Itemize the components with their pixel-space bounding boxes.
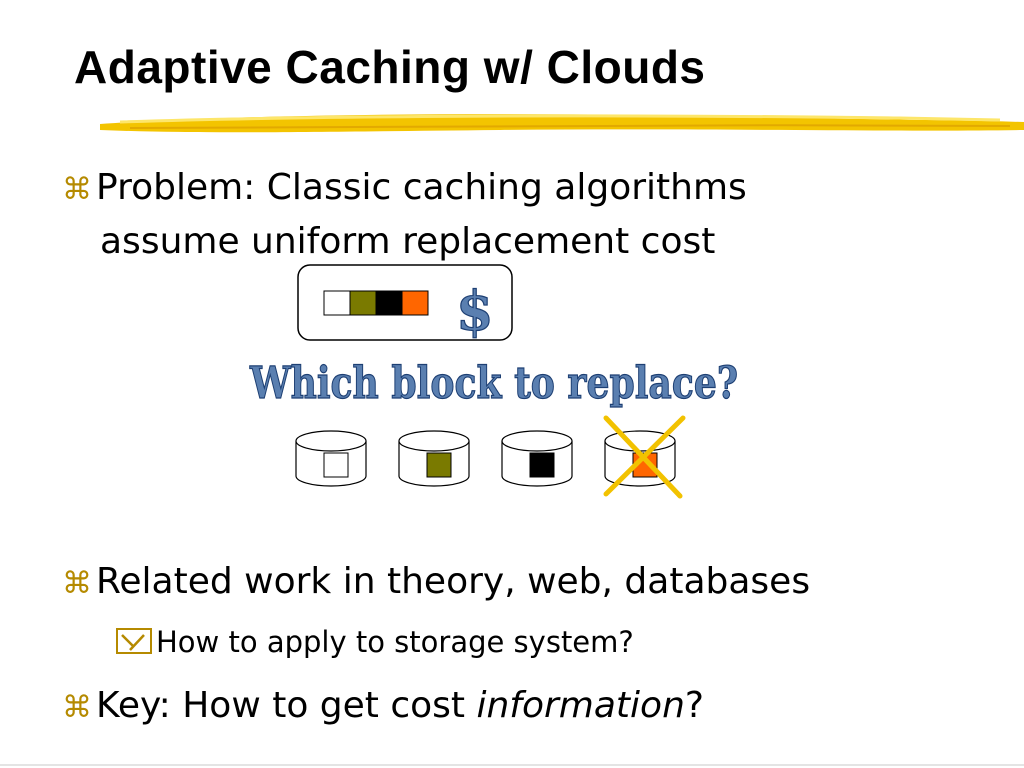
disk-block-black [529,452,555,478]
storage-cylinder-3 [501,430,573,487]
bullet-key-italic: information [476,685,685,726]
sub-bullet-storage: How to apply to storage system? [116,622,634,664]
storage-cylinder-1 [295,430,367,487]
bullet-key-text: Key: How to get cost [96,685,477,726]
bullet-problem-line1: Problem: Classic caching algorithms [96,167,747,208]
title-underline-brushstroke [100,114,1024,133]
disk-block-white [323,452,349,478]
cache-block-olive [349,290,377,316]
cache-block-white [323,290,351,316]
bullet-related-work: ⌘Related work in theory, web, databases [62,556,810,610]
disk-block-olive [426,452,452,478]
sub-bullet-text: How to apply to storage system? [156,625,634,659]
bullet-symbol-icon: ⌘ [62,690,92,725]
bullet-key-end: ? [684,685,704,726]
bullet-symbol-icon: ⌘ [62,566,92,601]
question-text: Which block to replace? [249,358,738,409]
storage-cylinder-2 [398,430,470,487]
bullet-problem-line2: assume uniform replacement cost [100,221,716,262]
dollar-sign: $ [456,279,494,343]
bullet-problem: ⌘Problem: Classic caching algorithms [62,162,747,216]
cache-block-orange [401,290,429,316]
bullet-key: ⌘Key: How to get cost information? [62,680,704,734]
bottom-rule [0,764,1024,766]
slide-title: Adaptive Caching w/ Clouds [74,41,706,93]
checkbox-bullet-icon [116,624,152,664]
bullet-related-work-text: Related work in theory, web, databases [96,561,811,602]
cross-mark-icon [603,415,686,499]
bullet-symbol-icon: ⌘ [62,172,92,207]
bullet-problem-continued: assume uniform replacement cost [100,216,715,268]
cache-block-black [375,290,403,316]
